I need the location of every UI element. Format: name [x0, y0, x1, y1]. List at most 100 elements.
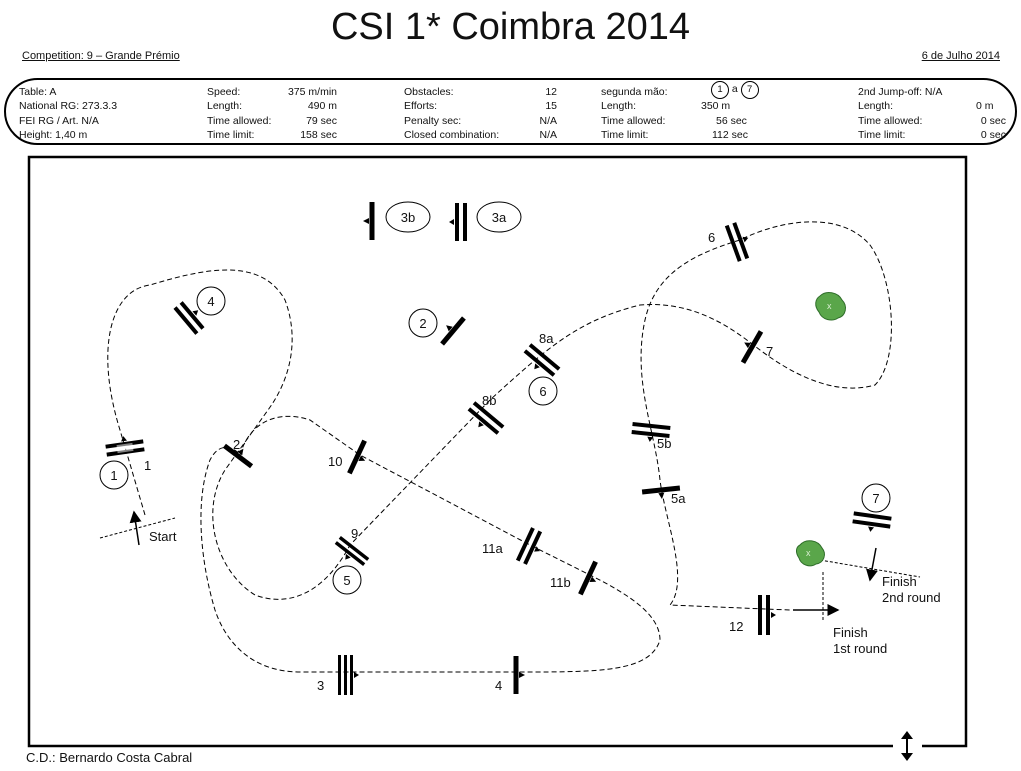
second-round-path — [200, 415, 661, 673]
obstacle-1 — [105, 436, 145, 457]
round2-circle-5: 5 — [332, 565, 362, 595]
finish2-line — [819, 559, 921, 578]
round2-circle-6: 6 — [528, 376, 558, 406]
jumpoff-time-limit-label: Time limit: — [858, 129, 906, 142]
round2-circle-2: 2 — [408, 308, 438, 338]
closed-combination-label: Closed combination: — [404, 129, 500, 142]
page-title: CSI 1* Coimbra 2014 — [330, 6, 691, 48]
tree-icon: x — [796, 540, 825, 567]
time-limit-label: Time limit: — [207, 129, 255, 142]
time-limit-value: 158 sec — [300, 129, 337, 142]
exit-gate-icon — [901, 731, 913, 761]
number-2: 2 — [233, 437, 240, 452]
start-line — [99, 517, 176, 539]
efforts-value: 15 — [545, 100, 557, 113]
svg-text:7: 7 — [872, 491, 879, 506]
number-10: 10 — [328, 454, 342, 469]
date-label: 6 de Julho 2014 — [921, 50, 1000, 62]
obstacle-3 — [338, 655, 359, 695]
start-arrow-icon — [129, 510, 142, 546]
jumpoff-time-allowed-label: Time allowed: — [858, 114, 923, 127]
start-label: Start — [149, 529, 177, 544]
round2-time-allowed-label: Time allowed: — [601, 114, 666, 127]
obstacle-5b — [631, 422, 671, 442]
svg-text:x: x — [806, 548, 811, 558]
finish2-arrow-icon — [866, 547, 878, 582]
number-4: 4 — [495, 678, 502, 693]
course-designer: C.D.: Bernardo Costa Cabral — [26, 750, 193, 765]
speed-value: 375 m/min — [287, 86, 337, 98]
number-6: 6 — [708, 230, 715, 245]
number-5b: 5b — [657, 436, 671, 451]
info-fei-rg: FEI RG / Art. N/A — [19, 114, 99, 127]
round2-length-value: 350 m — [701, 100, 731, 113]
round2-circle-4: 4 — [196, 286, 226, 316]
round2-time-allowed-value: 56 sec — [716, 114, 747, 127]
info-col-obstacles: Obstacles:12 Efforts:15 Penalty sec:N/A … — [404, 85, 557, 143]
jumpoff-length-value: 0 m — [976, 100, 994, 113]
svg-text:5: 5 — [343, 573, 350, 588]
jumpoff-length-label: Length: — [858, 100, 894, 113]
finish2-label-line2: 2nd round — [882, 590, 941, 605]
number-1: 1 — [144, 458, 151, 473]
round2-to-circle: 7 — [740, 81, 759, 99]
efforts-label: Efforts: — [404, 100, 438, 113]
svg-text:x: x — [827, 301, 832, 311]
obstacles-label: Obstacles: — [404, 86, 454, 98]
length-value: 490 m — [307, 100, 337, 113]
round2-from-circle: 1 — [711, 81, 729, 99]
svg-text:6: 6 — [539, 384, 546, 399]
jumpoff-header: 2nd Jump-off: N/A — [858, 86, 943, 98]
round2-circle-3a: 3a — [476, 201, 522, 233]
jumpoff-time-limit-value: 0 sec — [980, 129, 1006, 142]
obstacle-11b — [578, 560, 598, 596]
number-11b: 11b — [550, 575, 571, 590]
round2-circle-1: 1 — [99, 460, 129, 490]
competition-label: Competition: 9 – Grande Prémio — [22, 50, 180, 62]
finish2-label-line1: Finish — [882, 574, 917, 589]
length-label: Length: — [207, 100, 243, 113]
speed-label: Speed: — [207, 86, 241, 98]
number-9: 9 — [351, 526, 358, 541]
round2-length-label: Length: — [601, 100, 637, 113]
info-col-jumpoff: 2nd Jump-off: N/A Length: 0 m Time allowe… — [858, 85, 1006, 143]
penalty-label: Penalty sec: — [404, 114, 462, 127]
finish1-label-line1: Finish — [833, 625, 868, 640]
obstacle-round2-7 — [852, 511, 892, 532]
number-5a: 5a — [671, 491, 686, 506]
round2-a-label: a — [731, 83, 738, 95]
info-col-round2: segunda mão:1 a 7 Length:350 m Time allo… — [601, 81, 761, 143]
number-3: 3 — [317, 678, 324, 693]
number-7: 7 — [766, 344, 773, 359]
arena-border — [27, 155, 968, 748]
info-col-general: Table: A National RG: 273.3.3 FEI RG / A… — [19, 85, 117, 143]
obstacle-round2-2 — [440, 316, 466, 346]
time-allowed-label: Time allowed: — [207, 114, 272, 127]
number-8a: 8a — [539, 331, 554, 346]
jumpoff-time-allowed-value: 0 sec — [980, 114, 1006, 127]
time-allowed-value: 79 sec — [306, 114, 337, 127]
obstacle-8a — [523, 343, 561, 377]
obstacle-10 — [347, 439, 367, 475]
obstacle-round2-4 — [173, 301, 205, 335]
info-national-rg: National RG: 273.3.3 — [19, 100, 118, 113]
info-height: Height: 1,40 m — [19, 129, 88, 142]
course-info-panel: Table: A National RG: 273.3.3 FEI RG / A… — [4, 78, 1017, 145]
info-table: Table: A — [19, 86, 57, 98]
round2-circle-7: 7 — [861, 483, 891, 513]
obstacle-9 — [334, 535, 370, 567]
obstacle-11a — [515, 527, 543, 565]
round2-time-limit-value: 112 sec — [712, 129, 748, 142]
svg-text:4: 4 — [207, 294, 214, 309]
finish1-label-line2: 1st round — [833, 641, 887, 656]
obstacle-8b — [467, 401, 505, 435]
first-round-path — [107, 221, 892, 611]
round2-circle-3b: 3b — [385, 201, 431, 233]
obstacle-2 — [222, 443, 254, 469]
round2-time-limit-label: Time limit: — [601, 129, 649, 142]
number-12: 12 — [729, 619, 743, 634]
number-8b: 8b — [482, 393, 496, 408]
svg-text:1: 1 — [110, 468, 117, 483]
number-11a: 11a — [482, 541, 503, 556]
